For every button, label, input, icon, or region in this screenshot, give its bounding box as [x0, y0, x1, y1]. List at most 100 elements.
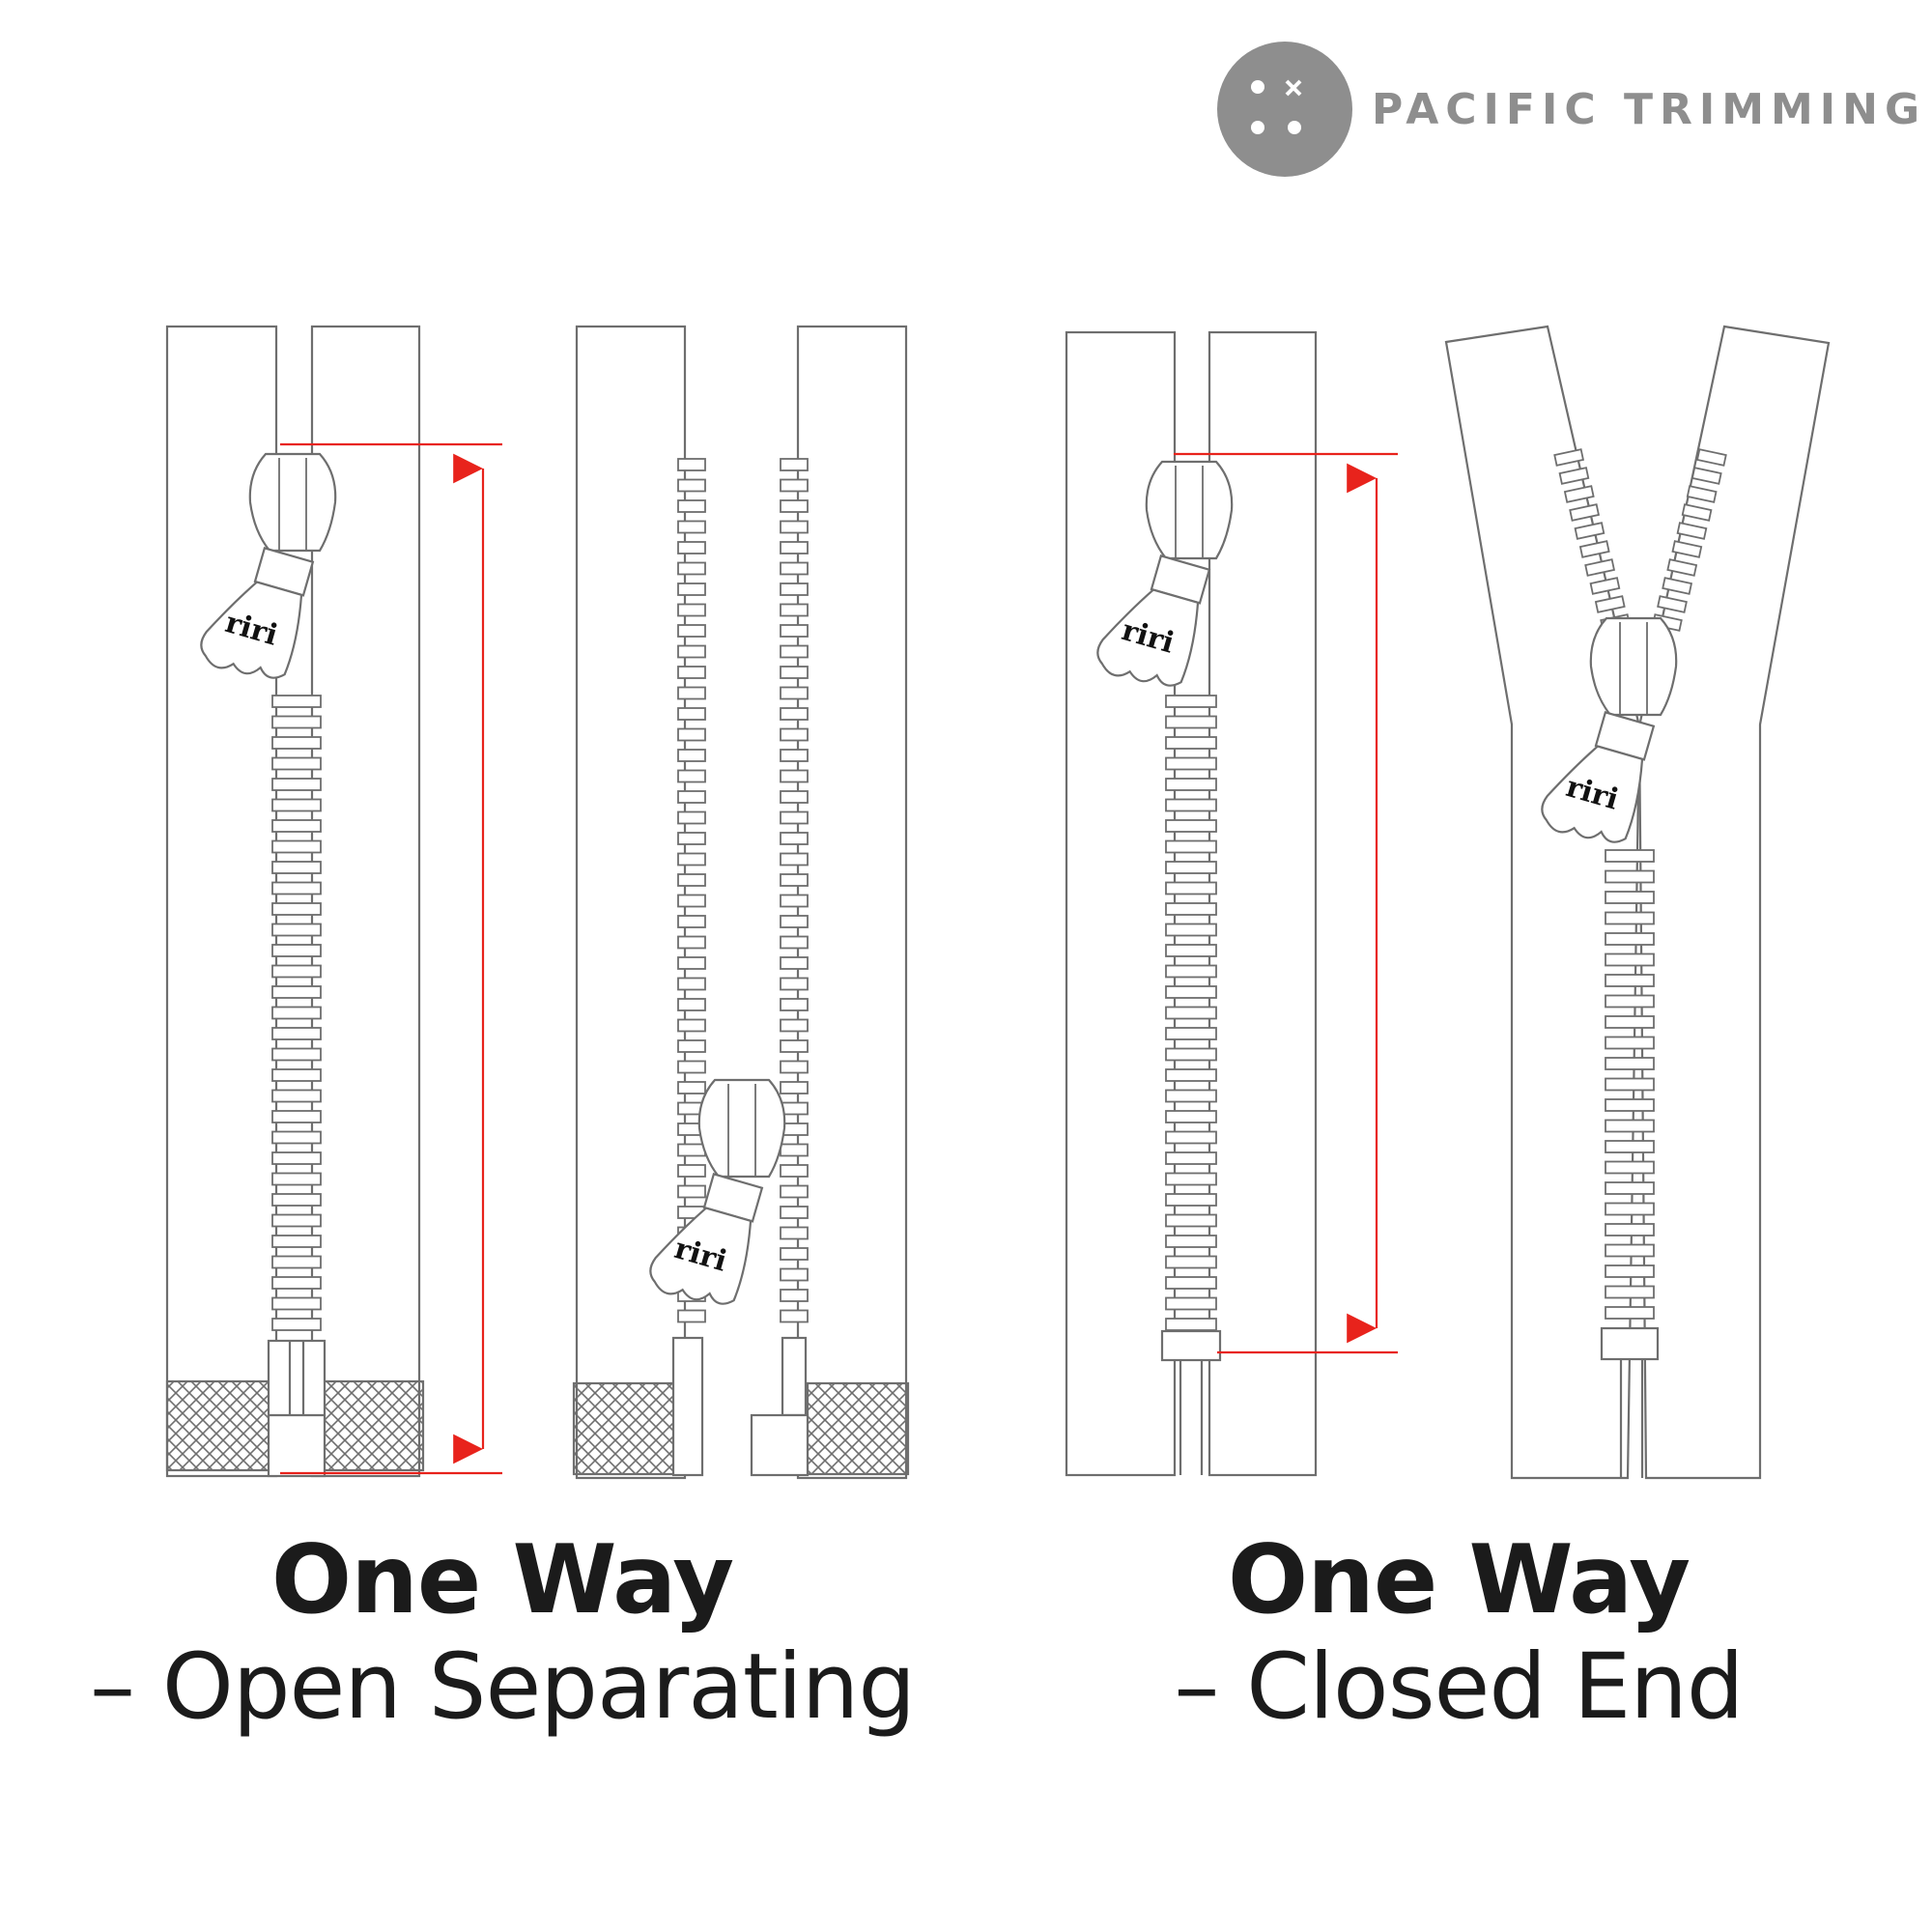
zipper-tooth — [677, 666, 706, 679]
zipper-tooth — [1165, 1193, 1217, 1207]
zipper-tooth — [271, 798, 322, 812]
zipper-tooth — [677, 458, 706, 471]
zipper-tooth — [1605, 1036, 1655, 1050]
zipper-tooth — [780, 582, 809, 596]
zipper-tooth — [1605, 1264, 1655, 1278]
zipper-tooth — [780, 894, 809, 908]
zipper-tooth — [780, 1060, 809, 1074]
zipper-tooth — [271, 1193, 322, 1207]
zipper-tooth — [1605, 1098, 1655, 1112]
zipper-tooth — [780, 998, 809, 1011]
right-tape — [310, 325, 421, 1478]
pull-tab: riri — [649, 1173, 764, 1305]
zipper-tooth — [780, 541, 809, 554]
zipper-tooth — [271, 1047, 322, 1062]
zipper-tooth — [1165, 839, 1217, 854]
zipper-tooth — [1686, 485, 1718, 503]
zipper-tooth — [677, 1164, 706, 1178]
length-measurement-open-separating — [280, 442, 502, 1475]
zipper-tooth — [780, 686, 809, 700]
zipper-tooth — [677, 1018, 706, 1033]
zipper-tooth — [1553, 448, 1585, 467]
zipper-tooth — [1165, 1235, 1217, 1248]
zipper-tooth — [677, 915, 706, 928]
zipper-tooth — [780, 873, 809, 887]
zipper-tooth — [1165, 778, 1217, 791]
zipper-tooth — [677, 852, 706, 867]
slider-body — [697, 1078, 786, 1179]
zipper-tooth — [1165, 1172, 1217, 1186]
zipper-tooth — [1605, 1306, 1655, 1320]
zipper-tooth — [271, 881, 322, 895]
zipper-tooth — [271, 923, 322, 937]
zipper-tooth — [677, 998, 706, 1011]
zipper-tooth — [1695, 448, 1727, 467]
zipper-tooth — [1165, 1006, 1217, 1020]
zipper-tooth — [1558, 467, 1590, 485]
zipper-tooth — [677, 1039, 706, 1053]
zipper-tooth — [780, 790, 809, 804]
right-tape — [796, 325, 908, 1480]
zipper-tooth — [271, 1068, 322, 1082]
pull-tab: riri — [200, 547, 315, 679]
zipper-tooth — [1165, 861, 1217, 874]
button-logo-icon — [1217, 42, 1352, 177]
brand-name: PACIFIC TRIMMING — [1372, 85, 1927, 134]
right-tape — [1637, 325, 1831, 1480]
zipper-tooth — [271, 1255, 322, 1269]
zipper-tooth — [780, 769, 809, 783]
zipper-tooth — [271, 1235, 322, 1248]
zipper-tooth — [1605, 1160, 1655, 1175]
zipper-tooth — [271, 861, 322, 874]
zipper-tooth — [1594, 595, 1626, 613]
zipper-tooth — [1165, 819, 1217, 833]
zipper-tooth — [271, 778, 322, 791]
zipper-tooth — [1165, 1130, 1217, 1145]
zipper-tooth — [1662, 577, 1693, 595]
zipper-tooth — [780, 499, 809, 513]
zipper-tooth — [677, 624, 706, 638]
box-pin — [781, 1336, 808, 1417]
zipper-tooth — [271, 1130, 322, 1145]
slider-with-pull-tab: riri — [200, 452, 337, 679]
zipper-tooth — [1690, 467, 1722, 485]
zipper-tooth — [780, 707, 809, 721]
left-reinforcement-patch — [572, 1381, 688, 1476]
insertion-pin — [671, 1336, 704, 1477]
zipper-tooth — [780, 1206, 809, 1219]
zipper-tooth — [677, 561, 706, 576]
zipper-tooth — [677, 977, 706, 991]
zipper-tooth — [271, 839, 322, 854]
right-reinforcement-patch — [806, 1381, 910, 1476]
zipper-tooth — [780, 644, 809, 659]
zipper-tooth — [780, 977, 809, 991]
retainer-box — [750, 1413, 810, 1477]
zipper-tooth — [780, 1247, 809, 1261]
zipper-tooth — [271, 1172, 322, 1186]
zipper-tooth — [1165, 1089, 1217, 1103]
zipper-tooth — [1569, 503, 1601, 522]
zipper-tooth — [677, 582, 706, 596]
zipper-tooth — [1165, 1110, 1217, 1123]
zipper-tooth — [780, 1267, 809, 1282]
left-teeth-column — [677, 458, 706, 1323]
zipper-tooth — [677, 478, 706, 493]
zipper-tooth — [677, 541, 706, 554]
zipper-tooth — [780, 727, 809, 742]
zipper-tooth — [271, 1110, 322, 1123]
zipper-tooth — [1666, 558, 1698, 577]
zipper-tooth — [780, 1039, 809, 1053]
zipper-tooth — [677, 686, 706, 700]
zipper-tooth — [1165, 756, 1217, 771]
zipper-tooth — [1165, 798, 1217, 812]
zipper-tooth — [677, 499, 706, 513]
pull-tab: riri — [1096, 554, 1211, 687]
zipper-tooth — [1165, 1276, 1217, 1290]
open-separating-zipper-closed — [165, 325, 425, 1478]
zipper-tooth — [677, 810, 706, 825]
zipper-tooth — [677, 644, 706, 659]
zipper-tooth — [1605, 1243, 1655, 1258]
zipper-tooth — [271, 944, 322, 957]
zipper-tooth — [271, 756, 322, 771]
zipper-tooth — [780, 1081, 809, 1094]
